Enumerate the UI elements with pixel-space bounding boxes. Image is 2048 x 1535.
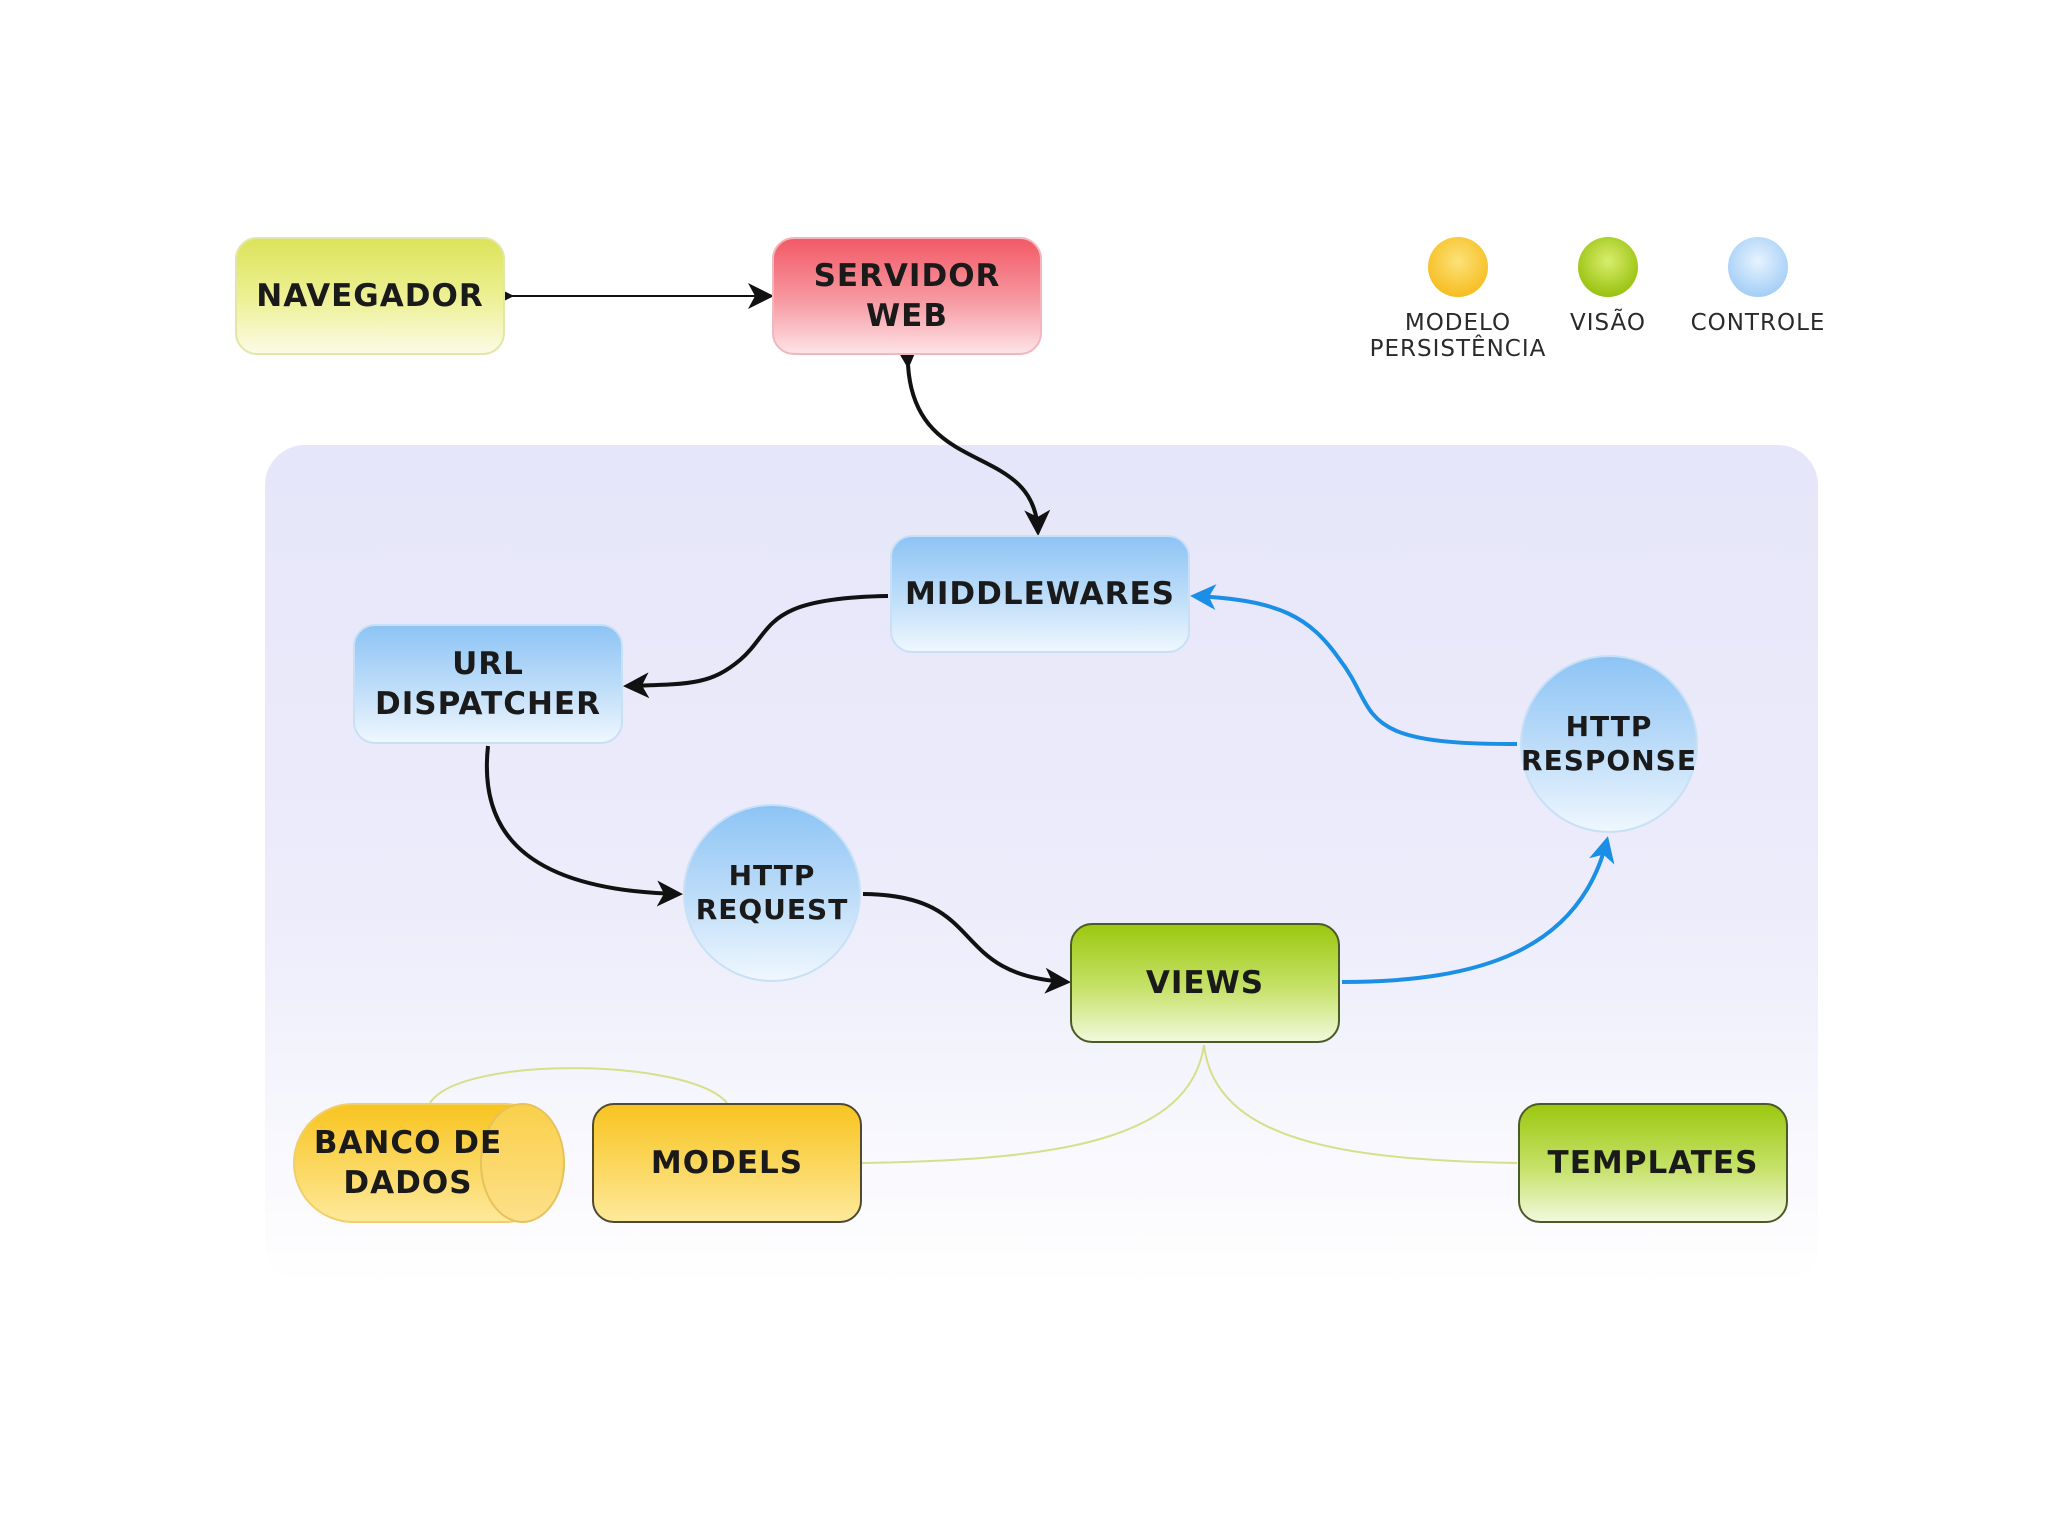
legend-label-visao: VISÃO xyxy=(1570,310,1646,336)
cylinder-cap xyxy=(480,1103,565,1223)
arrow-request-views xyxy=(862,892,1071,994)
banco-de-dados-label: BANCO DE DADOS xyxy=(313,1124,503,1201)
link-views-models xyxy=(861,1044,1205,1164)
legend-dot-visao xyxy=(1578,237,1638,297)
middlewares-node: MIDDLEWARES xyxy=(890,535,1190,653)
arrow-middlewares-dispatcher xyxy=(623,594,889,699)
url-dispatcher-node: URL DISPATCHER xyxy=(353,624,623,744)
navegador-node: NAVEGADOR xyxy=(235,237,505,355)
banco-de-dados-node: BANCO DE DADOS xyxy=(293,1103,565,1223)
views-node: VIEWS xyxy=(1070,923,1340,1043)
servidor-web-node: SERVIDOR WEB xyxy=(772,237,1042,355)
legend-dot-controle xyxy=(1728,237,1788,297)
arrow-dispatcher-request xyxy=(484,745,683,907)
templates-node: TEMPLATES xyxy=(1518,1103,1788,1223)
http-request-node: HTTP REQUEST xyxy=(683,804,861,982)
arrow-servidor-middlewares xyxy=(893,342,1051,536)
link-views-templates xyxy=(1203,1044,1518,1164)
arrow-response-middlewares xyxy=(1190,584,1518,747)
arrow-views-response xyxy=(1341,836,1615,984)
legend-label-controle: CONTROLE xyxy=(1690,310,1826,336)
legend-label-modelo: MODELO PERSISTÊNCIA xyxy=(1369,310,1547,363)
models-node: MODELS xyxy=(592,1103,862,1223)
link-banco-models xyxy=(429,1067,728,1104)
http-response-node: HTTP RESPONSE xyxy=(1520,655,1698,833)
legend-dot-modelo xyxy=(1428,237,1488,297)
